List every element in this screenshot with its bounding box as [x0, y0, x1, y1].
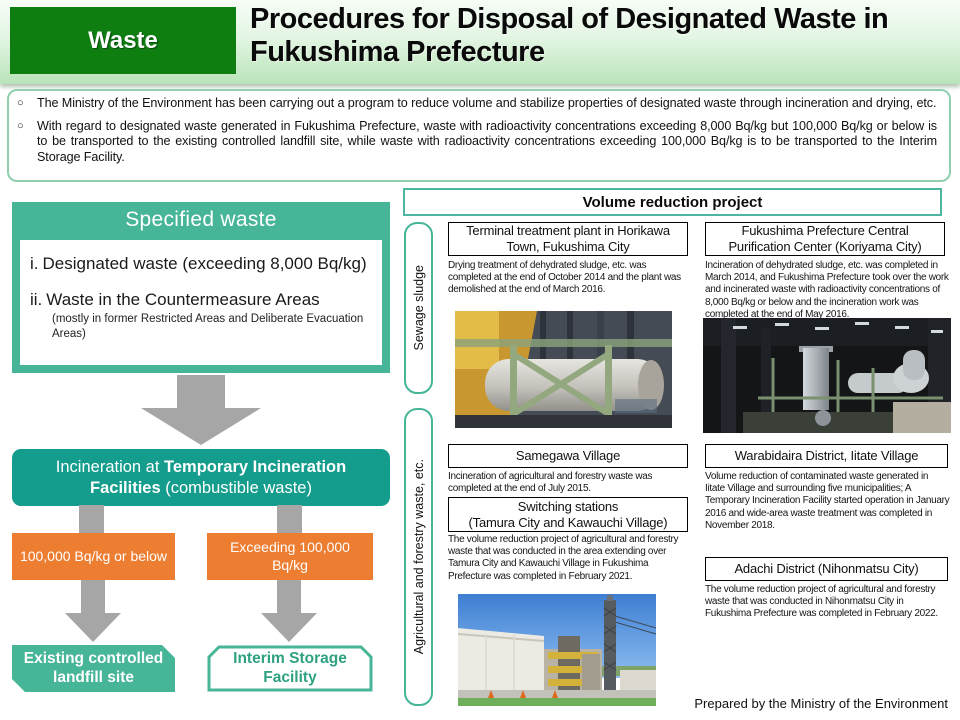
- specified-item: ii. Waste in the Countermeasure Areas: [30, 290, 376, 310]
- card-title-warabidaira: Warabidaira District, Iitate Village: [705, 444, 948, 468]
- card-body-adachi: The volume reduction project of agricult…: [705, 584, 938, 620]
- card-title-switching-stations: Switching stations (Tamura City and Kawa…: [448, 497, 688, 532]
- specified-waste-title: Specified waste: [125, 208, 277, 231]
- arrow-down-icon: [141, 375, 261, 445]
- photo-horikawa-plant: [455, 311, 672, 428]
- destination-interim-box: Interim Storage Facility: [207, 645, 373, 692]
- specified-waste-box: Specified waste i. Designated waste (exc…: [12, 202, 390, 373]
- card-body-koriyama: Incineration of dehydrated sludge, etc. …: [705, 260, 949, 320]
- bullet-text: With regard to designated waste generate…: [37, 118, 937, 164]
- label-part: Incineration at: [55, 457, 165, 476]
- photo-switching-station-plant: [458, 594, 656, 706]
- item-text: Waste in the Countermeasure Areas: [46, 289, 320, 309]
- label-part-bold: Temporary Incineration Facilities: [90, 457, 347, 497]
- card-body-horikawa: Drying treatment of dehydrated sludge, e…: [448, 260, 681, 296]
- item-text: Designated waste (exceeding 8,000 Bq/kg): [42, 254, 367, 273]
- threshold-below-box: 100,000 Bq/kg or below: [12, 533, 175, 580]
- specified-item: i. Designated waste (exceeding 8,000 Bq/…: [30, 254, 376, 274]
- connector-line: [277, 505, 302, 535]
- card-title-horikawa: Terminal treatment plant in Horikawa Tow…: [448, 222, 688, 256]
- label-part: (combustible waste): [160, 478, 312, 497]
- card-title-samegawa: Samegawa Village: [448, 444, 688, 468]
- card-title-koriyama: Fukushima Prefecture Central Purificatio…: [705, 222, 945, 256]
- threshold-exceeding-box: Exceeding 100,000 Bq/kg: [207, 533, 373, 580]
- section-label-text: Agricultural and forestry waste, etc.: [411, 459, 426, 655]
- waste-tag: Waste: [10, 7, 236, 74]
- photo-koriyama-plant: [703, 318, 951, 433]
- connector-line: [79, 505, 104, 535]
- card-body-switching-stations: The volume reduction project of agricult…: [448, 534, 679, 582]
- specified-waste-body: i. Designated waste (exceeding 8,000 Bq/…: [20, 240, 382, 365]
- bullet-text: The Ministry of the Environment has been…: [37, 96, 937, 110]
- header-banner: Waste Procedures for Disposal of Designa…: [0, 0, 960, 84]
- item-numeral: i.: [30, 254, 39, 273]
- card-body-warabidaira: Volume reduction of contaminated waste g…: [705, 471, 950, 531]
- section-label-sewage-sludge: Sewage sludge: [404, 222, 433, 394]
- volume-reduction-title: Volume reduction project: [403, 188, 942, 216]
- section-label-text: Sewage sludge: [411, 265, 426, 351]
- footer-credit: Prepared by the Ministry of the Environm…: [694, 696, 948, 711]
- bullet-item: ○ The Ministry of the Environment has be…: [17, 96, 937, 112]
- section-label-agricultural-waste: Agricultural and forestry waste, etc.: [404, 408, 433, 706]
- card-body-samegawa: Incineration of agricultural and forestr…: [448, 471, 653, 495]
- bullet-item: ○ With regard to designated waste genera…: [17, 119, 937, 166]
- snipped-border-shape: [207, 645, 373, 692]
- specified-item-note: (mostly in former Restricted Areas and D…: [52, 313, 364, 341]
- card-title-adachi: Adachi District (Nihonmatsu City): [705, 557, 948, 581]
- destination-landfill-box: Existing controlled landfill site: [12, 645, 175, 692]
- destination-interim-label: Interim Storage Facility: [233, 649, 347, 686]
- item-numeral: ii.: [30, 289, 43, 309]
- arrow-down-icon: [65, 580, 121, 642]
- circle-bullet-icon: ○: [17, 119, 24, 132]
- arrow-down-icon: [261, 580, 317, 642]
- circle-bullet-icon: ○: [17, 97, 24, 109]
- incineration-label: Incineration at Temporary Incineration F…: [22, 457, 380, 498]
- page-title: Procedures for Disposal of Designated Wa…: [250, 3, 889, 69]
- intro-box: ○ The Ministry of the Environment has be…: [7, 89, 951, 182]
- incineration-box: Incineration at Temporary Incineration F…: [12, 449, 390, 506]
